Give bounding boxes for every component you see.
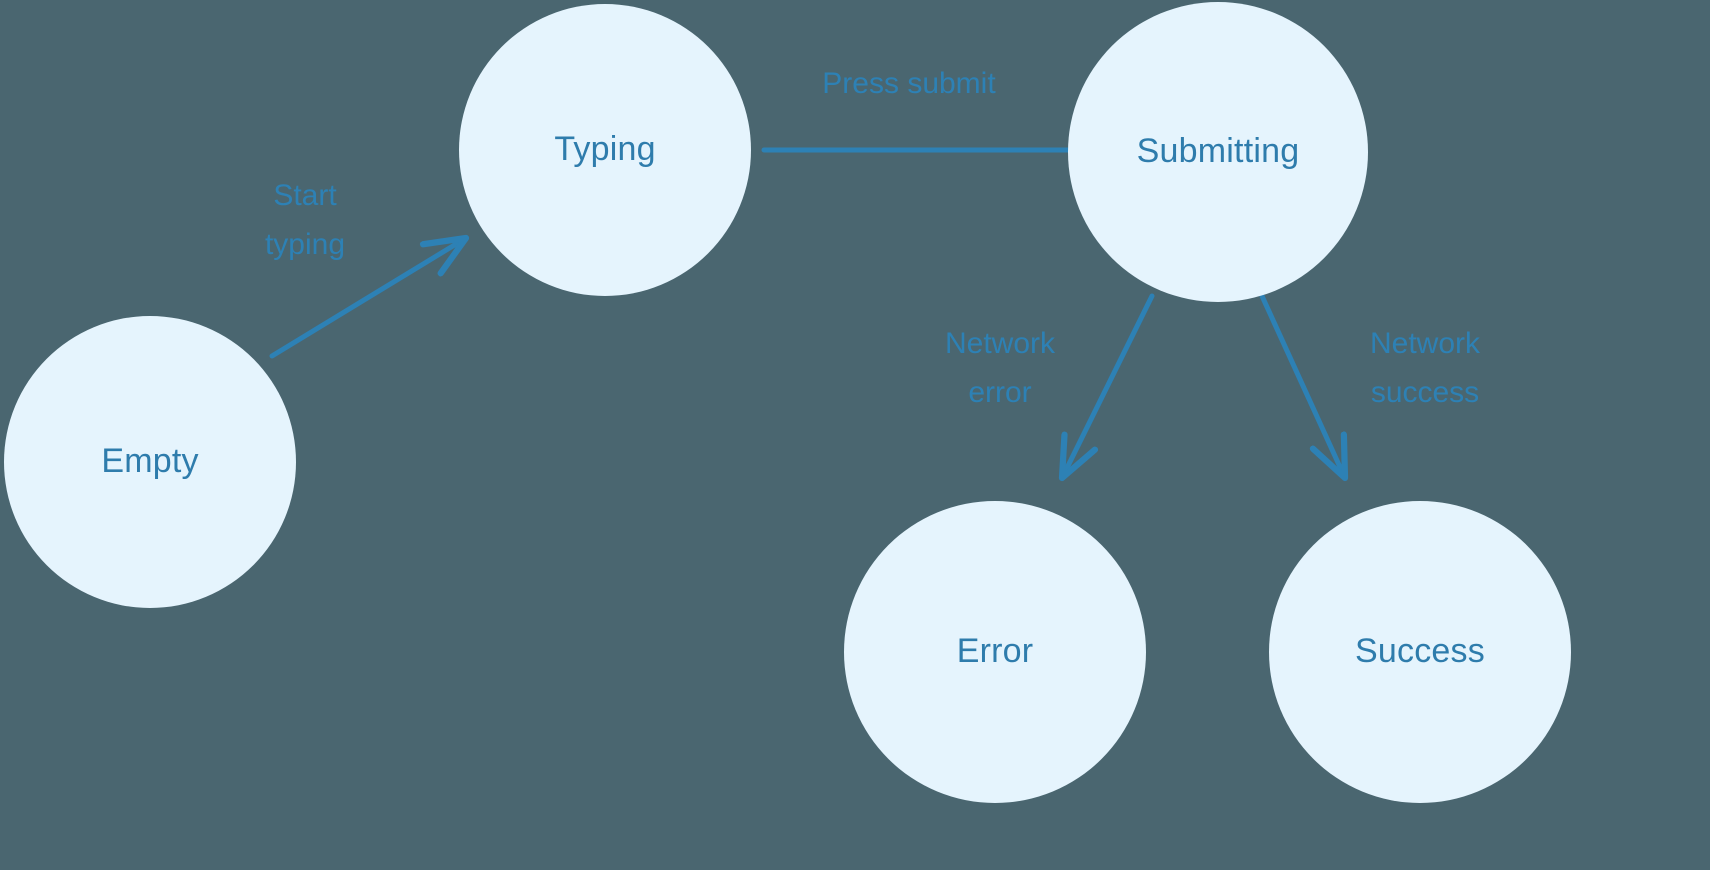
state-node-empty[interactable]: Empty bbox=[4, 316, 296, 608]
state-node-typing-label: Typing bbox=[554, 130, 656, 169]
edge-empty-to-typing bbox=[269, 238, 466, 359]
state-node-success[interactable]: Success bbox=[1269, 501, 1571, 803]
edge-label-press-submit: Press submit bbox=[822, 67, 996, 100]
state-node-error-label: Error bbox=[956, 632, 1034, 671]
state-node-empty-label: Empty bbox=[101, 442, 199, 481]
edge-label-network-error: Network error bbox=[944, 327, 1056, 409]
state-node-submitting-label: Submitting bbox=[1136, 132, 1300, 171]
state-node-success-label: Success bbox=[1355, 632, 1485, 671]
edge-submitting-to-success bbox=[1259, 293, 1345, 478]
state-node-error[interactable]: Error bbox=[844, 501, 1146, 803]
edge-label-network-success: Network success bbox=[1369, 327, 1481, 409]
state-node-typing[interactable]: Typing bbox=[459, 4, 751, 296]
state-node-submitting[interactable]: Submitting bbox=[1068, 2, 1368, 302]
edge-submitting-to-error bbox=[1062, 293, 1155, 478]
edge-label-start-typing: Start typing bbox=[264, 179, 346, 261]
